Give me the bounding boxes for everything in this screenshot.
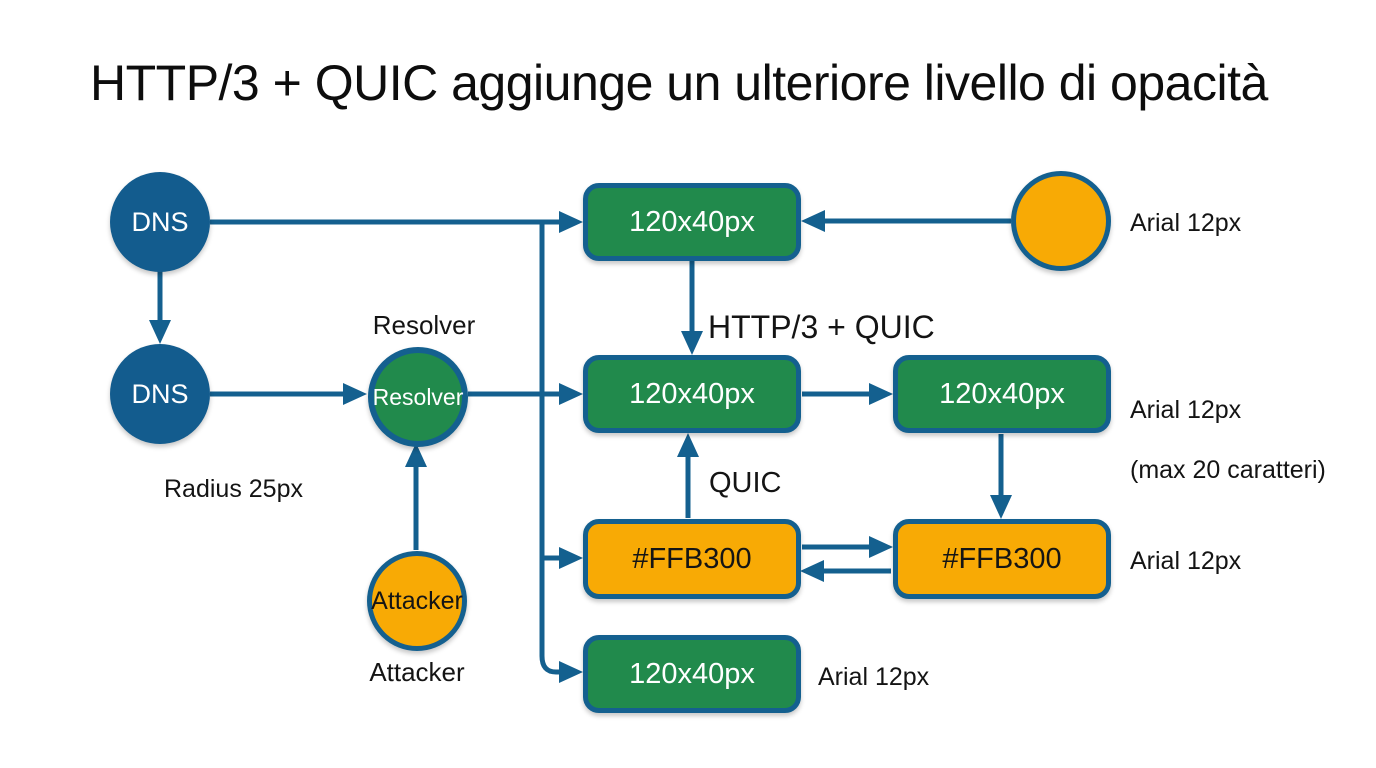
attacker-node: Attacker <box>367 551 467 651</box>
dns-top-node: DNS <box>110 172 210 272</box>
orange-box-right-label: #FFB300 <box>942 542 1062 575</box>
http3-quic-edge-label: HTTP/3 + QUIC <box>708 309 935 345</box>
bottom-green-box-label: 120x40px <box>629 657 755 690</box>
arial-note-orange-row: Arial 12px <box>1130 547 1242 575</box>
arial-note-top: Arial 12px <box>1130 209 1242 237</box>
arial-note-mid-line2: (max 20 caratteri) <box>1130 456 1326 484</box>
orange-box-left-label: #FFB300 <box>632 542 752 575</box>
mid-green-box-right: 120x40px <box>893 355 1111 433</box>
resolver-caption: Resolver <box>372 310 476 340</box>
mid-green-box-right-label: 120x40px <box>939 377 1065 410</box>
resolver-node: Resolver <box>368 347 468 447</box>
arial-note-mid-line1: Arial 12px <box>1130 396 1242 424</box>
edge-trunk-to-bottombox <box>539 222 583 683</box>
orange-box-left: #FFB300 <box>583 519 801 599</box>
dns-bottom-label: DNS <box>131 378 189 409</box>
mid-green-box-left-label: 120x40px <box>629 377 755 410</box>
dns-top-label: DNS <box>131 206 189 237</box>
arial-note-bottom-row: Arial 12px <box>818 663 930 691</box>
resolver-label: Resolver <box>372 383 464 410</box>
attacker-label: Attacker <box>371 586 463 615</box>
arial-note-mid: Arial 12px (max 20 caratteri) <box>1130 365 1326 515</box>
orange-box-right: #FFB300 <box>893 519 1111 599</box>
attacker-caption: Attacker <box>369 657 465 687</box>
mid-green-box-left: 120x40px <box>583 355 801 433</box>
top-green-box: 120x40px <box>583 183 801 261</box>
top-green-box-label: 120x40px <box>629 205 755 238</box>
radius-note: Radius 25px <box>164 475 303 503</box>
quic-edge-label: QUIC <box>709 467 782 499</box>
dns-bottom-node: DNS <box>110 344 210 444</box>
orange-sample-node <box>1011 171 1111 271</box>
bottom-green-box: 120x40px <box>583 635 801 713</box>
page-title: HTTP/3 + QUIC aggiunge un ulteriore live… <box>90 55 1268 111</box>
